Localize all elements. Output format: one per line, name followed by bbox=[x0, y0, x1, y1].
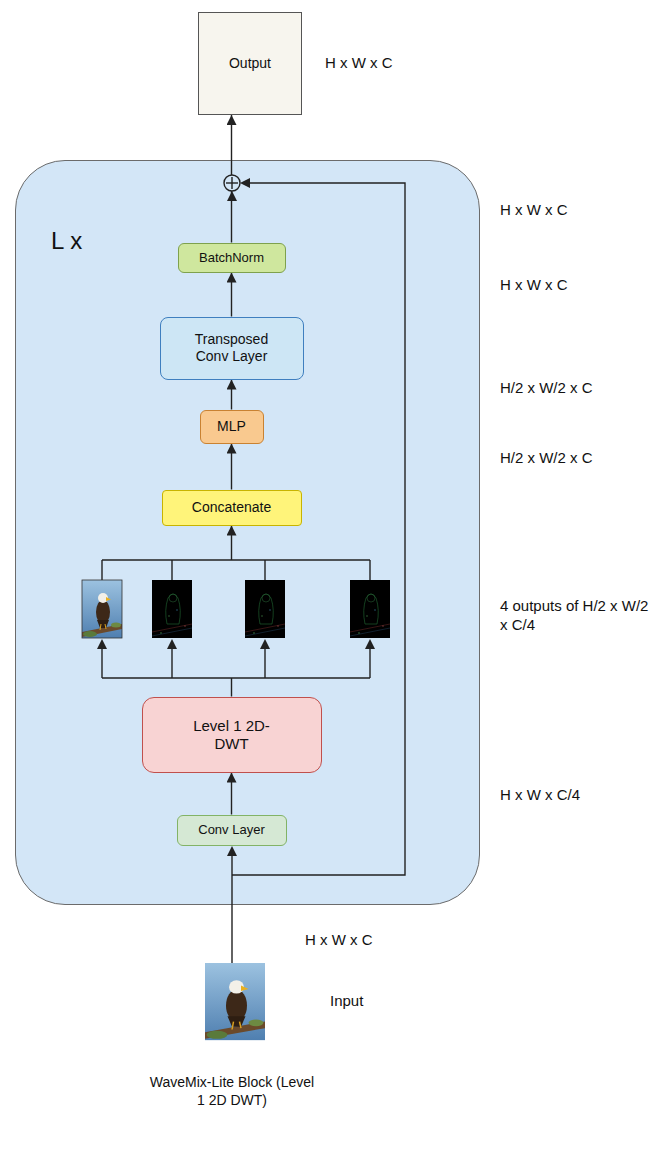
dimension-label: H x W x C bbox=[305, 931, 373, 950]
flow-arrow bbox=[231, 380, 232, 410]
label-anchor: H x W x C bbox=[500, 276, 568, 295]
dimension-label: 4 outputs of H/2 x W/2 x C/4 bbox=[500, 597, 650, 635]
merge-line bbox=[171, 560, 172, 580]
label-anchor: Input bbox=[330, 992, 363, 1011]
box-label: BatchNorm bbox=[199, 250, 264, 266]
dwt-box: Level 1 2D-DWT bbox=[142, 697, 322, 773]
dimension-label: H x W x C bbox=[500, 276, 568, 295]
label-anchor: H x W x C bbox=[325, 54, 393, 73]
flow-arrow bbox=[231, 773, 232, 815]
caption-anchor: WaveMix-Lite Block (Level 1 2D DWT) bbox=[147, 1074, 317, 1109]
subband-image bbox=[152, 580, 192, 638]
split-line bbox=[102, 677, 370, 678]
panel-heading: L x bbox=[51, 227, 82, 256]
dimension-label: H/2 x W/2 x C bbox=[500, 449, 593, 468]
box-label: Conv Layer bbox=[198, 822, 264, 838]
box-label: Output bbox=[229, 55, 271, 72]
arrow-head bbox=[227, 846, 237, 856]
conv-box: Conv Layer bbox=[177, 815, 287, 846]
sum-circle bbox=[224, 175, 240, 191]
arrow-head bbox=[240, 178, 250, 188]
box-label: Level 1 2D-DWT bbox=[192, 717, 272, 753]
input-label: Input bbox=[330, 992, 363, 1011]
input-line bbox=[231, 856, 232, 963]
sum-plus bbox=[231, 177, 232, 189]
split-line bbox=[369, 648, 370, 678]
label-anchor: H x W x C bbox=[500, 201, 568, 220]
label-anchor: H x W x C/4 bbox=[500, 786, 580, 805]
output-box: Output bbox=[198, 12, 302, 115]
flow-arrow bbox=[231, 526, 232, 697]
transposed-conv-box: Transposed Conv Layer bbox=[160, 317, 304, 380]
skip-line bbox=[232, 183, 405, 875]
flow-arrow bbox=[231, 444, 232, 490]
arrow-head bbox=[260, 639, 270, 649]
repeat-panel: L x BatchNormTransposed Conv LayerMLP Conc… bbox=[15, 160, 480, 905]
label-anchor: H/2 x W/2 x C bbox=[500, 449, 593, 468]
merge-line bbox=[264, 560, 265, 580]
dimension-label: H/2 x W/2 x C bbox=[500, 379, 593, 398]
split-line bbox=[171, 648, 172, 678]
input-image bbox=[205, 963, 265, 1040]
flow-arrow bbox=[231, 115, 232, 243]
merge-line bbox=[369, 560, 370, 580]
mlp-box: MLP bbox=[200, 410, 264, 444]
merge-line bbox=[101, 560, 102, 580]
subband-image bbox=[350, 580, 390, 638]
batchnorm-box: BatchNorm bbox=[178, 243, 286, 273]
arrow-head bbox=[167, 639, 177, 649]
concatenate-box: Concatenate bbox=[162, 490, 302, 526]
caption: WaveMix-Lite Block (Level 1 2D DWT) bbox=[147, 1074, 317, 1109]
arrow-head bbox=[365, 639, 375, 649]
dimension-label: H x W x C bbox=[500, 201, 568, 220]
subband-image bbox=[245, 580, 285, 638]
merge-line bbox=[102, 559, 370, 560]
image-frame bbox=[82, 580, 122, 638]
split-line bbox=[264, 648, 265, 678]
subband-image bbox=[82, 580, 122, 638]
arrow-head bbox=[97, 639, 107, 649]
box-label: Concatenate bbox=[192, 499, 271, 516]
dimension-label: H x W x C bbox=[325, 54, 393, 73]
box-label: Transposed Conv Layer bbox=[180, 331, 284, 365]
split-line bbox=[101, 648, 102, 678]
box-label: MLP bbox=[217, 418, 246, 435]
label-anchor: H x W x C bbox=[305, 931, 373, 950]
label-anchor: H/2 x W/2 x C bbox=[500, 379, 593, 398]
dimension-label: H x W x C/4 bbox=[500, 786, 580, 805]
label-anchor: 4 outputs of H/2 x W/2 x C/4 bbox=[500, 597, 650, 635]
flow-arrow bbox=[231, 273, 232, 317]
